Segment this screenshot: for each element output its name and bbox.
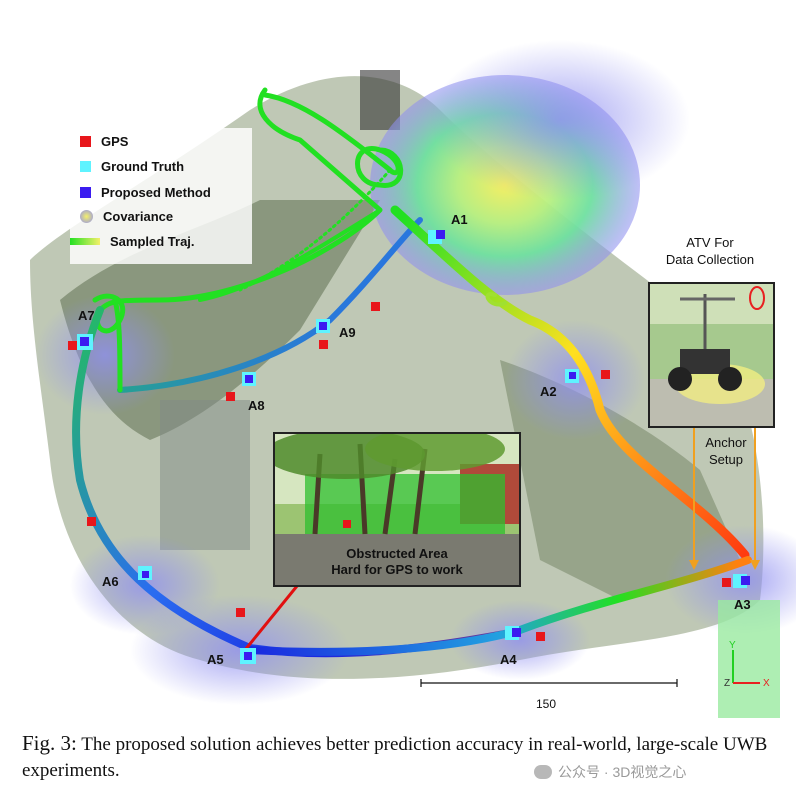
axis-x-label: X	[763, 678, 770, 689]
anchor-marker-a6	[138, 566, 152, 580]
atv-title: ATV For Data Collection	[640, 234, 780, 268]
gps-swatch	[80, 136, 91, 147]
caption-text: The proposed solution achieves better pr…	[22, 734, 768, 781]
gps-point	[722, 578, 731, 587]
gps-point	[601, 370, 610, 379]
atv-illustration	[650, 284, 773, 426]
anchor-label-a9: A9	[339, 325, 356, 340]
gps-point	[226, 392, 235, 401]
anchor-setup-line-1: Anchor	[705, 435, 747, 450]
anchor-marker-a2	[565, 369, 579, 383]
anchor-marker-a1	[428, 230, 445, 244]
legend: GPS Ground Truth Proposed Method Covaria…	[70, 128, 252, 264]
covariance-swatch	[80, 210, 93, 223]
anchor-label-a1: A1	[451, 212, 468, 227]
legend-item-ground-truth: Ground Truth	[80, 159, 184, 174]
scale-bar	[420, 679, 678, 687]
figure-number: Fig. 3:	[22, 731, 77, 755]
axis-y-label: Y	[729, 640, 736, 651]
atv-title-line-2: Data Collection	[665, 252, 755, 267]
anchor-setup-label: Anchor Setup	[686, 434, 766, 468]
legend-label: GPS	[101, 134, 129, 149]
anchor-marker-a9	[316, 319, 330, 333]
figure-caption: Fig. 3: The proposed solution achieves b…	[22, 730, 782, 784]
atv-photo	[648, 282, 775, 428]
axes-gizmo: Y Z X	[724, 640, 770, 689]
gps-point	[319, 340, 328, 349]
axis-z-label: Z	[724, 678, 730, 689]
legend-item-sampled-traj: Sampled Traj.	[70, 234, 195, 249]
wechat-icon	[534, 765, 552, 779]
legend-label: Ground Truth	[101, 159, 185, 174]
gps-point	[371, 302, 380, 311]
sampled-traj-swatch	[70, 238, 100, 245]
anchor-label-a7: A7	[78, 308, 95, 323]
uwb-experiment-map: Y Z X	[30, 40, 796, 720]
proposed-method-swatch	[80, 187, 91, 198]
gps-point	[236, 608, 245, 617]
legend-label: Sampled Traj.	[110, 234, 195, 249]
legend-label: Proposed Method	[101, 185, 211, 200]
anchor-label-a3: A3	[734, 597, 751, 612]
tree-photo-illustration	[275, 434, 519, 585]
legend-item-gps: GPS	[80, 134, 128, 149]
ground-truth-swatch	[80, 161, 91, 172]
anchor-label-a6: A6	[102, 574, 119, 589]
scale-bar-label: 150	[536, 697, 557, 711]
watermark-text: 公众号 · 3D视觉之心	[558, 764, 687, 780]
anchor-label-a5: A5	[207, 652, 224, 667]
gps-point	[68, 341, 77, 350]
anchor-marker-a7	[77, 334, 93, 350]
obstructed-area-photo: Obstructed Area Hard for GPS to work	[273, 432, 521, 587]
gps-point	[87, 517, 96, 526]
anchor-marker-a8	[242, 372, 256, 386]
anchor-setup-line-2: Setup	[709, 452, 743, 467]
anchor-marker-a5	[240, 648, 256, 664]
legend-label: Covariance	[103, 209, 174, 224]
legend-item-proposed-method: Proposed Method	[80, 185, 211, 200]
caption-line-1: Obstructed Area	[346, 546, 448, 561]
anchor-label-a4: A4	[500, 652, 517, 667]
legend-item-covariance: Covariance	[80, 209, 173, 224]
photo-caption: Obstructed Area Hard for GPS to work	[275, 546, 519, 578]
gps-point	[536, 632, 545, 641]
atv-title-line-1: ATV For	[686, 235, 734, 250]
anchor-label-a8: A8	[248, 398, 265, 413]
anchor-label-a2: A2	[540, 384, 557, 399]
anchor-marker-a3	[733, 574, 750, 588]
anchor-marker-a4	[505, 626, 521, 640]
watermark: 公众号 · 3D视觉之心	[534, 762, 686, 782]
caption-line-2: Hard for GPS to work	[331, 562, 463, 577]
